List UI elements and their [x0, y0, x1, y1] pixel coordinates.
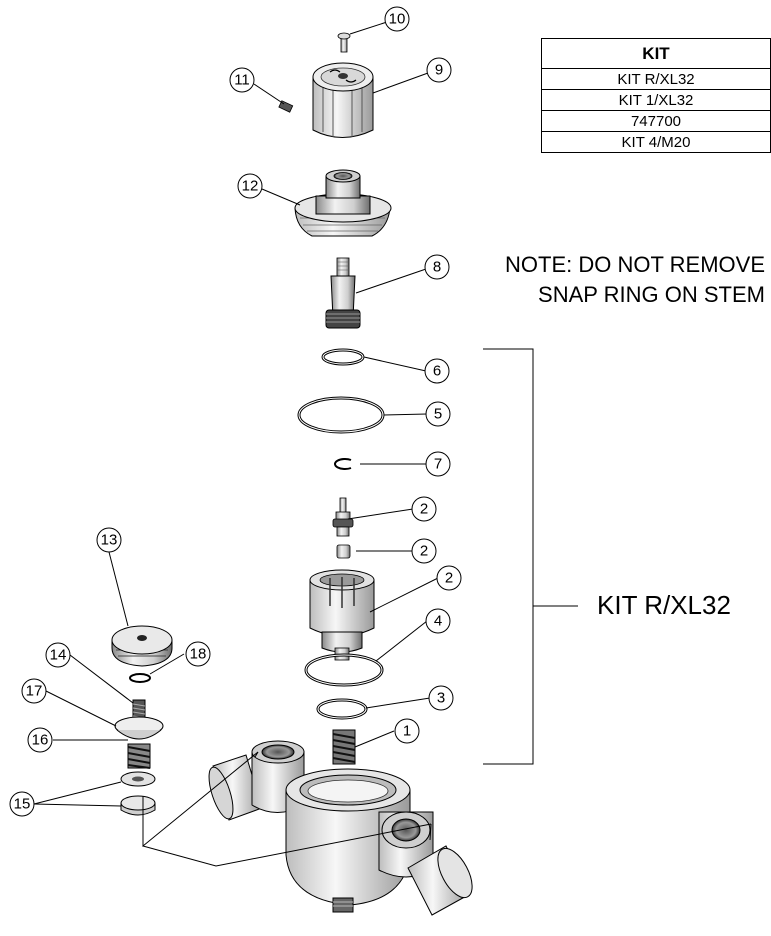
stem-note: NOTE: DO NOT REMOVE SNAP RING ON STEM	[505, 250, 765, 310]
callout-8: 8	[433, 259, 441, 276]
callout-11: 11	[234, 72, 250, 89]
callout-10: 10	[389, 11, 406, 28]
part-2-cage	[309, 569, 375, 661]
callout-14: 14	[50, 647, 67, 664]
kit-table-header: KIT	[541, 38, 771, 69]
callout-9: 9	[435, 62, 443, 79]
part-2-seat	[336, 544, 351, 559]
part-12-bonnet	[294, 169, 392, 237]
callout-2a: 2	[420, 501, 428, 518]
part-18-o-ring	[129, 673, 151, 683]
leader-lines	[33, 21, 578, 867]
part-1-spring	[332, 729, 356, 765]
part-16-spring	[127, 743, 151, 769]
part-17-diaphragm	[114, 716, 164, 740]
part-11-set-screw	[278, 100, 294, 113]
callout-12: 12	[242, 178, 259, 195]
callout-2c: 2	[445, 570, 453, 587]
callout-17: 17	[26, 683, 43, 700]
callout-13: 13	[101, 532, 118, 549]
part-2-stem	[332, 497, 354, 537]
part-9-knob	[312, 62, 374, 138]
kit-table: KIT KIT R/XL32 KIT 1/XL32 747700 KIT 4/M…	[541, 38, 771, 153]
stem-note-line-1: NOTE: DO NOT REMOVE	[505, 252, 765, 277]
callout-circles	[9, 6, 462, 817]
callout-15: 15	[14, 796, 31, 813]
part-8-stem	[325, 257, 361, 329]
valve-body	[208, 740, 473, 916]
callout-18: 18	[190, 646, 207, 663]
callout-6: 6	[433, 363, 441, 380]
part-7-snap-ring	[334, 458, 352, 470]
part-10-screw	[337, 32, 351, 53]
kit-table-row: KIT R/XL32	[541, 68, 771, 90]
callout-4: 4	[434, 613, 442, 630]
callout-16: 16	[32, 732, 49, 749]
callout-5: 5	[434, 406, 442, 423]
callout-1: 1	[403, 723, 411, 740]
kit-table-row: KIT 4/M20	[541, 131, 771, 153]
kit-table-row: KIT 1/XL32	[541, 89, 771, 111]
part-15-washers	[120, 771, 156, 816]
part-14-pilot-stem	[132, 699, 146, 723]
stem-note-line-2: SNAP RING ON STEM	[538, 282, 765, 307]
callout-3: 3	[437, 690, 445, 707]
kit-bracket-label: KIT R/XL32	[597, 590, 731, 620]
callout-2b: 2	[420, 543, 428, 560]
part-13-cap	[111, 625, 173, 667]
callout-7: 7	[434, 456, 442, 473]
callout-numbers: 10 9 11 12 8 6 5 7 2 2 2 4 3 1 13 18 14 …	[14, 11, 454, 813]
kit-table-row: 747700	[541, 110, 771, 132]
